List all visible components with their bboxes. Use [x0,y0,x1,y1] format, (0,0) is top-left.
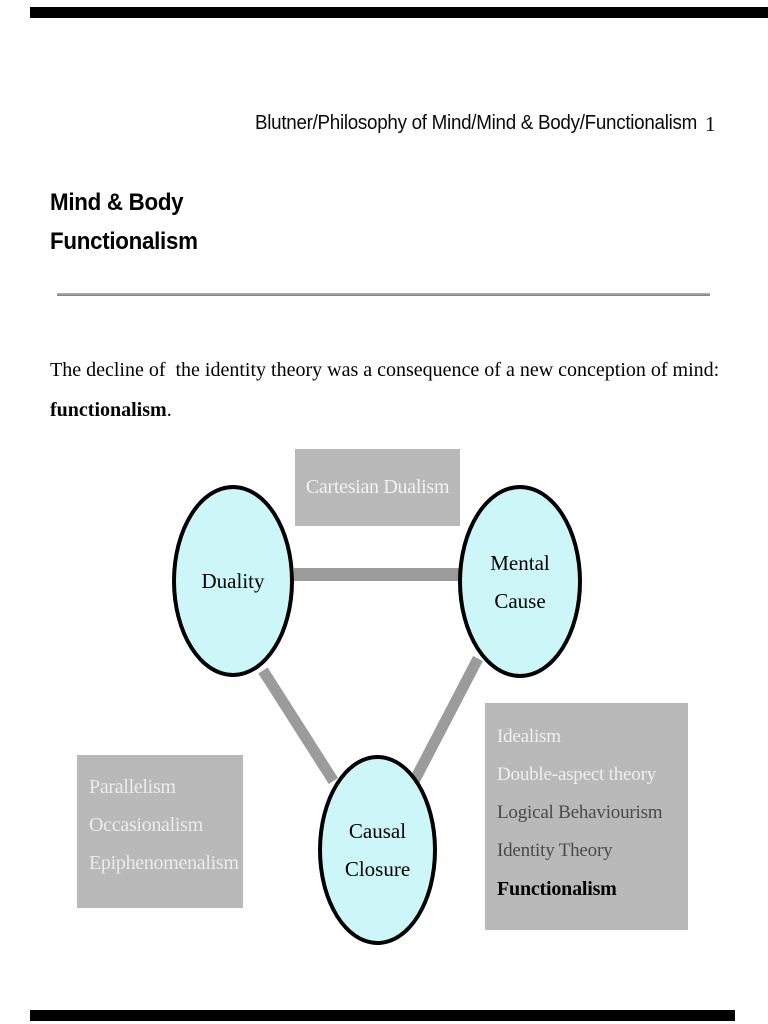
cartesian-dualism-label: Cartesian Dualism [305,476,450,498]
node-causal-closure: Causal Closure [318,755,437,945]
page-title-line1: Mind & Body [50,189,184,216]
page-title: Mind & Body Functionalism [50,183,198,261]
connector-duality-causalclosure [258,667,339,784]
node-causal-closure-line2: Closure [344,857,411,881]
right-box-item-double-aspect: Double-aspect theory [497,764,657,785]
body-period: . [166,399,172,421]
body-emphasis: functionalism [50,399,167,421]
node-causal-closure-line1: Causal [348,819,407,843]
horizontal-rule [57,293,710,296]
node-duality: Duality [172,485,294,677]
label-box-left-theories: Parallelism Occasionalism Epiphenomenali… [77,755,243,908]
label-box-cartesian-dualism: Cartesian Dualism [295,449,460,526]
right-box-item-logical-behaviourism: Logical Behaviourism [497,802,663,823]
node-mental-cause: Mental Cause [458,485,582,678]
left-box-item: Occasionalism [89,814,203,836]
node-duality-label: Duality [201,569,265,593]
connector-mentalcause-causalclosure [408,655,483,787]
running-header: Blutner/Philosophy of Mind/Mind & Body/F… [255,112,697,134]
connector-duality-mentalcause [294,568,462,581]
body-sentence: The decline of the identity theory was a… [50,359,720,381]
node-mental-cause-line1: Mental [490,550,550,575]
label-box-right-theories: Idealism Double-aspect theory Logical Be… [485,703,688,930]
left-box-item: Epiphenomenalism [89,852,239,874]
right-box-item-functionalism: Functionalism [497,878,617,900]
node-mental-cause-line2: Cause [494,588,546,613]
left-box-item: Parallelism [89,776,176,798]
body-paragraph: The decline of the identity theory was a… [50,350,730,430]
page-number: 1 [705,112,716,136]
scan-artifact-bottom-bar [30,1010,735,1021]
page-title-line2: Functionalism [50,228,198,255]
right-box-item-identity-theory: Identity Theory [497,840,613,861]
right-box-item-idealism: Idealism [497,726,561,747]
scan-artifact-top-bar [30,7,768,18]
